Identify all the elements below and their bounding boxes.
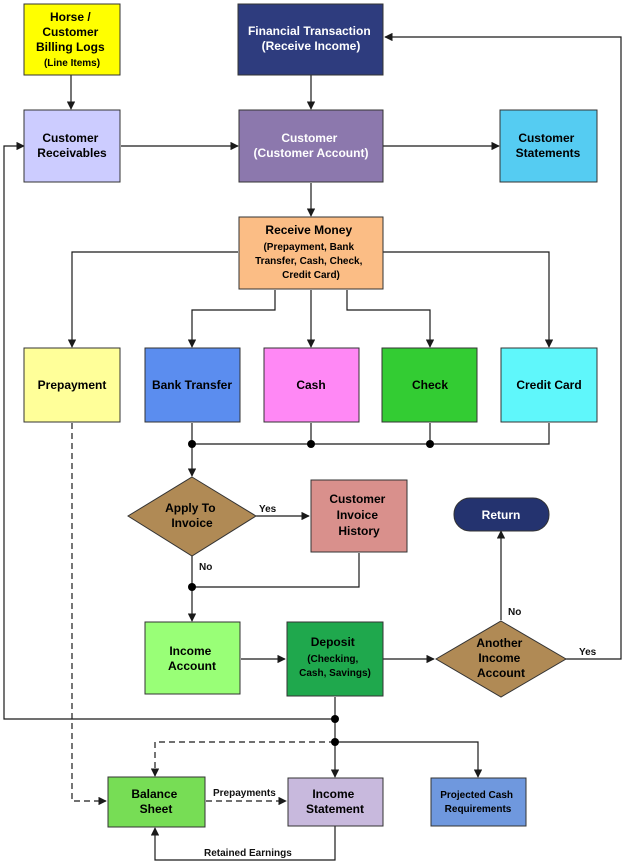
edge-receive-to-credit-card bbox=[383, 251, 554, 348]
svg-text:Customer Receivables: Customer Receivables bbox=[37, 131, 107, 160]
svg-text:Cash: Cash bbox=[296, 378, 325, 392]
node-prepayment: Prepayment bbox=[23, 347, 121, 423]
edge-receive-to-check bbox=[346, 290, 435, 348]
svg-text:Customer (Customer Accou: Customer (Customer Account) bbox=[254, 131, 369, 160]
svg-text:Deposit (Checking,: Deposit (Checking, Cash, Savings) bbox=[299, 633, 371, 679]
svg-text:Horse / Customer B: Horse / Customer Billing Logs (Line Item… bbox=[36, 10, 108, 69]
node-income-account: Income Account bbox=[144, 621, 241, 695]
svg-text:Balance Sheet: Balance Sheet bbox=[131, 787, 180, 816]
svg-text:Receive Money (Prepaymen: Receive Money (Prepayment, Bank Transfer… bbox=[255, 221, 367, 281]
edge-bus bbox=[192, 423, 550, 445]
node-customer-invoice-history: Customer Invoice History bbox=[310, 479, 408, 553]
prepayments-label: Prepayments bbox=[213, 788, 276, 799]
yes-label-another: Yes bbox=[579, 647, 597, 658]
svg-text:Customer Statements: Customer Statements bbox=[516, 131, 581, 160]
svg-text:Apply To Invoice: Apply To Invoice bbox=[165, 501, 219, 530]
decision-apply-to-invoice: Apply To Invoice bbox=[127, 476, 257, 557]
edge-to-balance-sheet-dashed bbox=[150, 741, 335, 777]
svg-text:Financial Transaction (R: Financial Transaction (Receive Income) bbox=[248, 24, 374, 53]
svg-text:Bank Transfer: Bank Transfer bbox=[152, 378, 232, 392]
node-bank-transfer: Bank Transfer bbox=[144, 347, 241, 423]
edge-labels: Yes No No Yes Prepayments Retained Earni… bbox=[199, 504, 597, 859]
node-customer-account: Customer (Customer Account) bbox=[238, 109, 384, 183]
svg-text:Projected Cash Requireme: Projected Cash Requirements bbox=[440, 790, 516, 815]
edge-retained-earnings bbox=[150, 826, 336, 861]
node-customer-statements: Customer Statements bbox=[499, 109, 598, 183]
svg-text:Customer Invoice H: Customer Invoice History bbox=[329, 492, 388, 538]
retained-earnings-label: Retained Earnings bbox=[204, 848, 292, 859]
edge-deposit-to-receivables bbox=[3, 141, 335, 720]
edge-another-yes-loop bbox=[384, 32, 622, 660]
no-label-another: No bbox=[508, 607, 521, 618]
junction-dot bbox=[188, 440, 196, 448]
svg-text:Prepayment: Prepayment bbox=[38, 378, 107, 392]
edge-prepayment-to-balance-sheet bbox=[71, 423, 107, 806]
svg-text:Income Account: Income Account bbox=[168, 644, 216, 673]
node-cash: Cash bbox=[263, 347, 360, 423]
node-balance-sheet: Balance Sheet bbox=[107, 776, 206, 828]
node-receive-money: Receive Money (Prepayment, Bank Transfer… bbox=[238, 216, 384, 290]
decision-another-income-account: Another Income Account bbox=[435, 620, 567, 698]
junction-dot bbox=[307, 440, 315, 448]
node-horse-billing-logs: Horse / Customer Billing Logs (Line Item… bbox=[23, 3, 121, 76]
node-customer-receivables: Customer Receivables bbox=[23, 109, 121, 183]
terminal-return: Return bbox=[453, 497, 550, 532]
junction-dot bbox=[426, 440, 434, 448]
svg-text:Check: Check bbox=[412, 378, 448, 392]
node-projected-cash-requirements: Projected Cash Requirements bbox=[430, 777, 527, 827]
edge-receive-to-bank bbox=[187, 290, 276, 348]
node-deposit: Deposit (Checking, Cash, Savings) bbox=[286, 621, 384, 697]
junctions bbox=[188, 440, 434, 746]
edge-history-return bbox=[192, 553, 360, 588]
no-label: No bbox=[199, 562, 212, 573]
node-income-statement: Income Statement bbox=[287, 777, 384, 827]
junction-dot bbox=[331, 738, 339, 746]
edge-receive-to-prepayment bbox=[67, 251, 238, 348]
junction-dot bbox=[331, 715, 339, 723]
yes-label: Yes bbox=[259, 504, 277, 515]
node-financial-transaction: Financial Transaction (Receive Income) bbox=[237, 3, 384, 76]
svg-text:Income Statement: Income Statement bbox=[306, 787, 364, 816]
junction-dot bbox=[188, 583, 196, 591]
edge-to-projected-cash bbox=[335, 741, 483, 778]
svg-text:Credit Card: Credit Card bbox=[516, 378, 581, 392]
svg-text:Return: Return bbox=[482, 508, 521, 522]
node-credit-card: Credit Card bbox=[500, 347, 598, 423]
svg-text:Another Income Acc: Another Income Account bbox=[476, 636, 525, 680]
node-check: Check bbox=[381, 347, 478, 423]
